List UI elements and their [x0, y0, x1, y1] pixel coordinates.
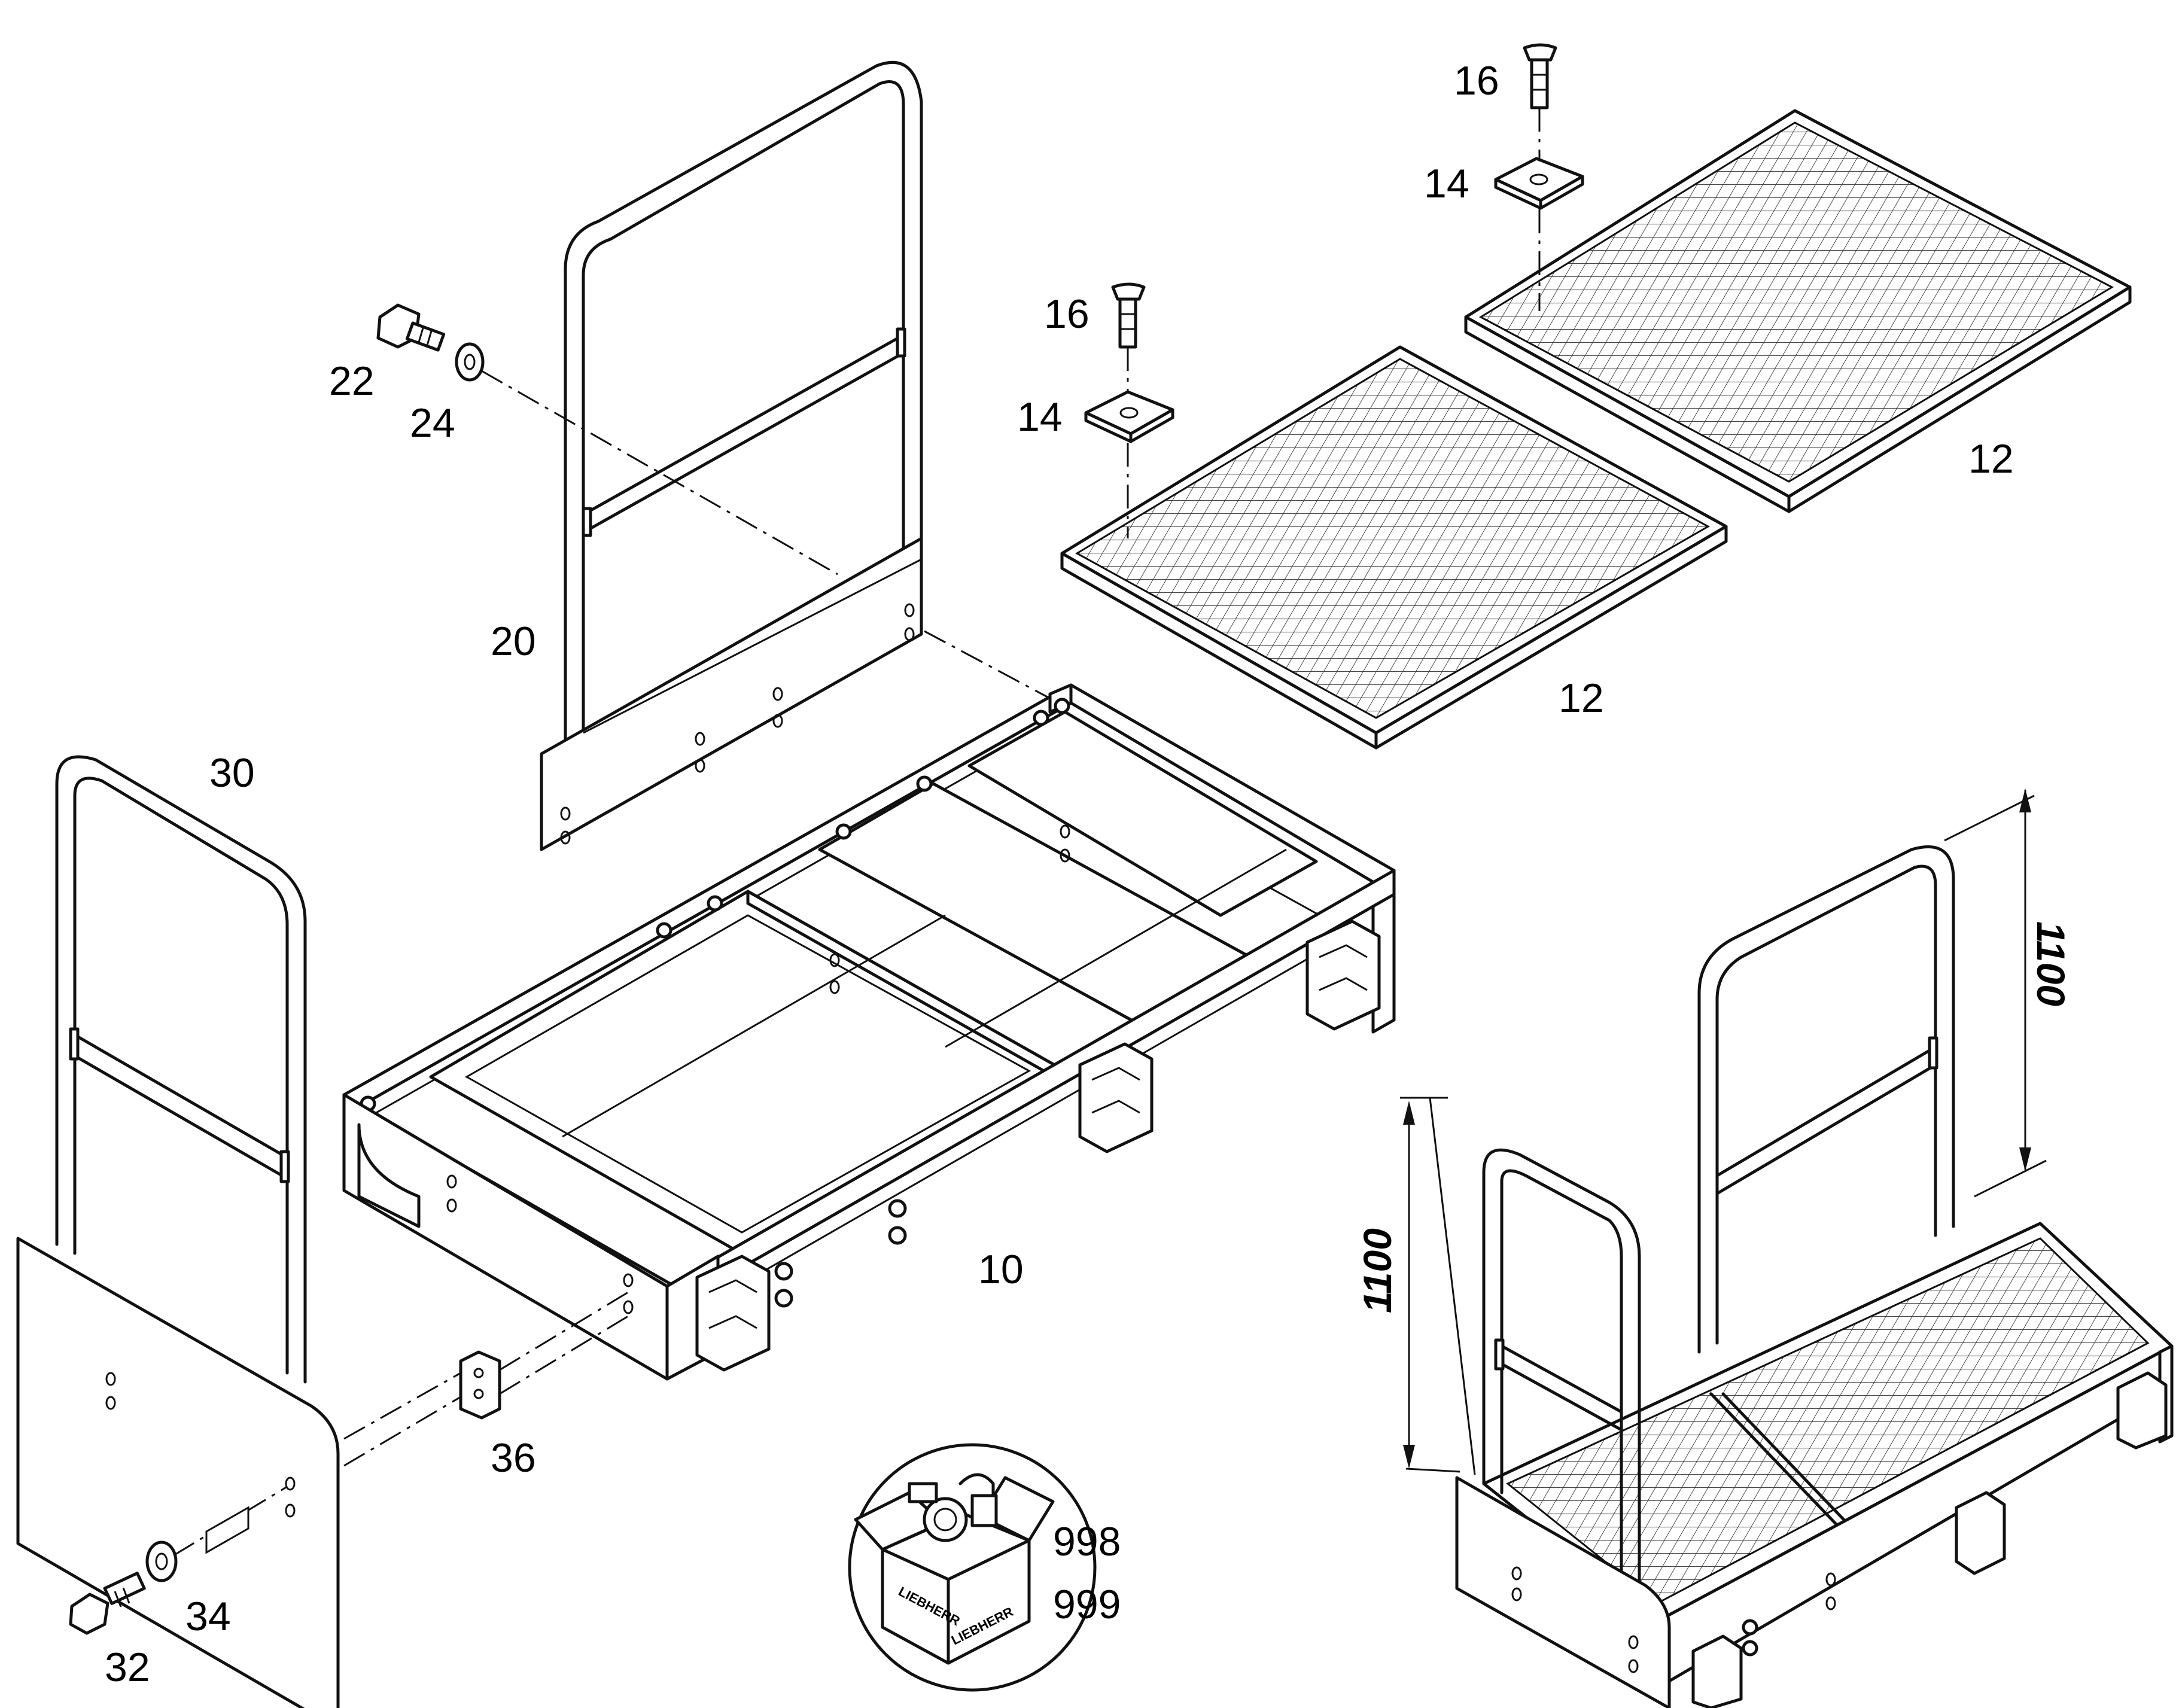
callout-14-lower: 14 [1017, 394, 1063, 440]
callout-22: 22 [329, 358, 375, 404]
callout-998: 998 [1053, 1519, 1121, 1564]
callout-36: 36 [491, 1435, 536, 1481]
dimension-front-height: 1100 [1355, 1228, 1399, 1313]
callout-20: 20 [491, 619, 536, 664]
hex-bolt-22 [376, 303, 446, 352]
grating-panel-upper [1464, 109, 2132, 513]
callout-32: 32 [105, 1645, 150, 1690]
railing-front [16, 755, 340, 1708]
square-washer-upper [1494, 157, 1584, 210]
washer-24 [455, 342, 485, 382]
callout-34: 34 [185, 1594, 231, 1639]
spacer-block-36 [459, 1350, 501, 1420]
rubber-block [1078, 1042, 1154, 1153]
callout-10: 10 [978, 1247, 1024, 1292]
callout-12-lower: 12 [1559, 675, 1604, 721]
callout-16-upper: 16 [1454, 58, 1499, 103]
callout-24: 24 [410, 400, 455, 446]
countersunk-bolt-lower [1111, 282, 1146, 349]
grating-panel-lower [1060, 345, 1728, 750]
callout-30: 30 [209, 750, 255, 796]
countersunk-bolt-upper [1523, 43, 1557, 109]
dimension-rear-height: 1100 [2029, 921, 2073, 1006]
railing-rear [540, 60, 923, 851]
washer-34 [145, 1540, 178, 1582]
callout-999: 999 [1053, 1582, 1121, 1627]
assembled-platform [1400, 788, 2174, 1708]
rubber-block [1305, 920, 1381, 1031]
hex-bolt-32 [69, 1572, 146, 1635]
rubber-block [695, 1255, 771, 1372]
callout-14-upper: 14 [1424, 161, 1469, 206]
square-washer-lower [1084, 390, 1174, 443]
platform-frame [342, 683, 1396, 1381]
accessory-kit-icon: LIEBHERR LIEBHERR [848, 1443, 1097, 1692]
callout-16-lower: 16 [1044, 291, 1090, 337]
callout-12-upper: 12 [1968, 436, 2014, 482]
